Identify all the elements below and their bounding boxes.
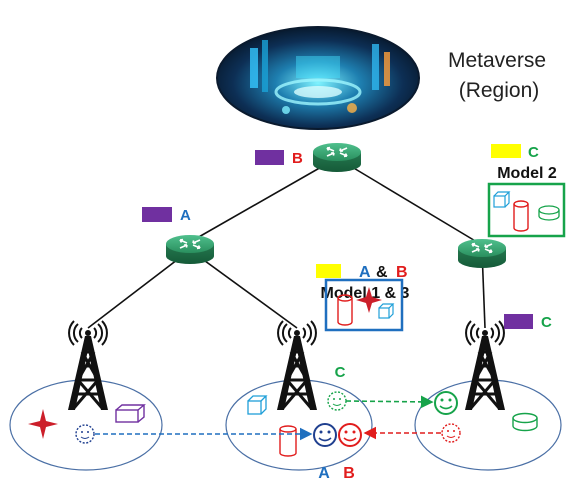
- tower-icon: [463, 319, 507, 412]
- star-icon: [356, 287, 382, 313]
- cube-icon: [247, 395, 268, 415]
- user-a-label: A: [318, 465, 330, 482]
- router-icon: [457, 238, 507, 269]
- metaverse-image: [216, 26, 420, 130]
- cube-icon: [115, 404, 146, 423]
- router-icon: [165, 234, 215, 265]
- model2-box: [487, 182, 566, 238]
- smiley-icon: [338, 423, 362, 447]
- model13-amp: &: [376, 264, 388, 281]
- smiley-icon: [313, 423, 337, 447]
- model13-box: [324, 278, 404, 332]
- model2-title: Model 2: [497, 165, 557, 182]
- metaverse-title: Metaverse: [448, 49, 546, 72]
- cylinder-icon: [513, 200, 529, 232]
- model13-title: Model 1 & 3: [321, 285, 410, 302]
- service-tag-yellow: [316, 264, 341, 278]
- service-tag-purple: [142, 207, 172, 222]
- left-router-service-label: A: [180, 207, 191, 224]
- metaverse-subtitle: (Region): [459, 79, 540, 102]
- smiley-icon: [327, 391, 347, 411]
- star-icon: [28, 409, 58, 439]
- tower-icon: [275, 319, 319, 412]
- cylinder-icon: [337, 294, 353, 326]
- disk-icon: [538, 205, 560, 221]
- disk-icon: [512, 412, 538, 432]
- top-router-service-label: B: [292, 150, 303, 167]
- network-links: [87, 157, 486, 329]
- smiley-icon: [441, 423, 461, 443]
- middle-tower-service-label: C: [335, 364, 346, 381]
- service-tag-purple: [255, 150, 284, 165]
- model13-service-b: B: [396, 264, 408, 281]
- smiley-icon: [75, 424, 95, 444]
- cylinder-icon: [279, 425, 297, 457]
- migration-arrow-c: [345, 395, 434, 409]
- right-router-service-label: C: [528, 144, 539, 161]
- right-tower-service-label: C: [541, 314, 552, 331]
- router-icon: [312, 142, 362, 173]
- tower-icon: [66, 319, 110, 412]
- user-b-label: B: [343, 465, 355, 482]
- service-tag-purple: [504, 314, 533, 329]
- cube-icon: [493, 191, 511, 208]
- cube-icon: [378, 303, 395, 319]
- smiley-icon: [434, 391, 458, 415]
- model13-service-a: A: [359, 264, 371, 281]
- service-tag-yellow: [491, 144, 521, 158]
